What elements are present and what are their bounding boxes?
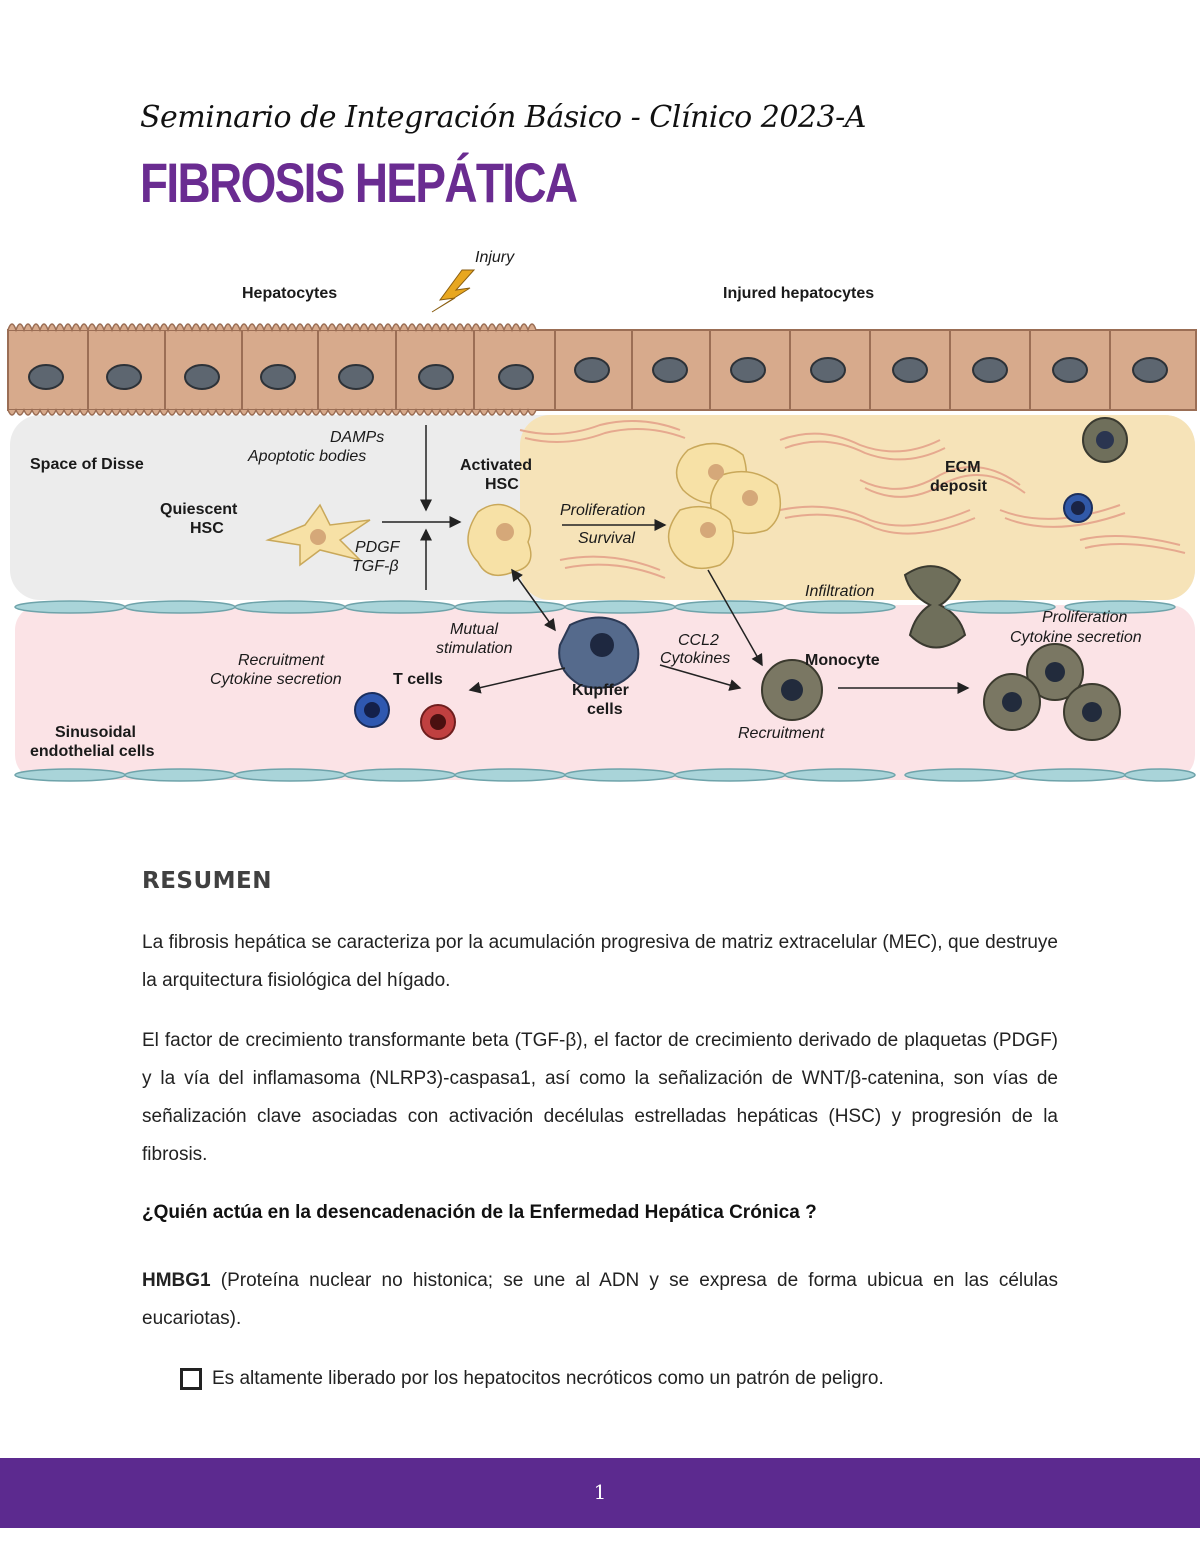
label-hepatocytes: Hepatocytes bbox=[242, 285, 337, 302]
paragraph-3: HMBG1 (Proteína nuclear no histonica; se… bbox=[142, 1262, 1058, 1338]
seminar-subtitle: Seminario de Integración Básico - Clínic… bbox=[140, 100, 866, 135]
paragraph-2: El factor de crecimiento transformante b… bbox=[142, 1030, 1058, 1165]
page-title: FIBROSIS HEPÁTICA bbox=[140, 151, 578, 214]
checkbox-bullet-icon bbox=[180, 1368, 202, 1390]
label-proliferation-right: Proliferation bbox=[1042, 609, 1127, 626]
label-activated-hsc-2: HSC bbox=[485, 476, 519, 493]
label-activated-hsc-1: Activated bbox=[460, 457, 532, 474]
label-kupffer-1: Kupffer bbox=[572, 682, 629, 699]
label-recruitment-left: Recruitment bbox=[238, 652, 325, 669]
ecm-fibers bbox=[519, 420, 1186, 579]
label-sinusoidal-1: Sinusoidal bbox=[55, 724, 136, 741]
kupffer-cell-nucleus bbox=[590, 633, 614, 657]
hepatocyte-row bbox=[7, 323, 1197, 416]
label-t-cells: T cells bbox=[393, 671, 443, 688]
bullet-item: Es altamente liberado por los hepatocito… bbox=[180, 1368, 884, 1390]
endothelial-cells-top bbox=[14, 600, 1176, 614]
label-injury: Injury bbox=[475, 249, 515, 266]
sinusoid-bg bbox=[15, 605, 1195, 780]
label-infiltration: Infiltration bbox=[805, 583, 874, 600]
endothelial-cells-bottom bbox=[14, 768, 1196, 782]
label-damps: DAMPs bbox=[330, 429, 384, 446]
lymphocyte-nucleus bbox=[1071, 501, 1085, 515]
label-kupffer-2: cells bbox=[587, 701, 623, 718]
label-cytokines: Cytokines bbox=[660, 650, 730, 667]
label-tgf-beta: TGF-β bbox=[352, 558, 398, 575]
label-ccl2: CCL2 bbox=[678, 632, 719, 649]
pathway-arrows bbox=[382, 425, 970, 694]
section-heading: RESUMEN bbox=[142, 868, 273, 894]
lightning-bolt-icon bbox=[431, 269, 476, 313]
label-ecm-2: deposit bbox=[930, 478, 988, 495]
label-survival: Survival bbox=[578, 530, 635, 547]
label-monocyte: Monocyte bbox=[805, 652, 880, 669]
label-pdgf: PDGF bbox=[355, 539, 401, 556]
label-stimulation: stimulation bbox=[436, 640, 513, 657]
page-number: 1 bbox=[593, 1480, 607, 1504]
label-mutual: Mutual bbox=[450, 621, 498, 638]
label-cytokine-secretion-right: Cytokine secretion bbox=[1010, 629, 1142, 646]
label-proliferation: Proliferation bbox=[560, 502, 645, 519]
label-injured-hepatocytes: Injured hepatocytes bbox=[723, 285, 874, 302]
activated-hsc-nucleus bbox=[496, 523, 514, 541]
macrophage-nucleus bbox=[1096, 431, 1114, 449]
hmbg1-term: HMBG1 bbox=[142, 1270, 211, 1291]
label-recruitment-mid: Recruitment bbox=[738, 725, 825, 742]
label-sinusoidal-2: endothelial cells bbox=[30, 743, 155, 760]
footer-bar: 1 bbox=[0, 1458, 1200, 1528]
infiltrating-monocyte-icon bbox=[903, 565, 967, 649]
label-ecm-1: ECM bbox=[945, 459, 981, 476]
liver-fibrosis-figure: Injury Hepatocytes Injured hepatocytes S… bbox=[0, 240, 1200, 800]
proliferating-hsc-nuclei bbox=[700, 464, 758, 538]
macrophage-cluster-nuclei bbox=[1002, 662, 1102, 722]
t-cell-red-nucleus bbox=[430, 714, 446, 730]
activated-hsc-cell bbox=[467, 503, 532, 577]
question-heading: ¿Quién actúa en la desencadenación de la… bbox=[142, 1202, 817, 1223]
paragraph-1: La fibrosis hepática se caracteriza por … bbox=[142, 932, 1058, 991]
label-cytokine-secretion-left: Cytokine secretion bbox=[210, 671, 342, 688]
t-cell-blue-nucleus bbox=[364, 702, 380, 718]
quiescent-hsc-nucleus bbox=[310, 529, 326, 545]
monocyte-nucleus bbox=[781, 679, 803, 701]
label-quiescent-hsc-1: Quiescent bbox=[160, 501, 238, 518]
label-space-of-disse: Space of Disse bbox=[30, 456, 144, 473]
hmbg1-description: (Proteína nuclear no histonica; se une a… bbox=[142, 1270, 1058, 1329]
label-quiescent-hsc-2: HSC bbox=[190, 520, 224, 537]
bullet-text: Es altamente liberado por los hepatocito… bbox=[212, 1368, 884, 1389]
label-apoptotic-bodies: Apoptotic bodies bbox=[247, 448, 366, 465]
